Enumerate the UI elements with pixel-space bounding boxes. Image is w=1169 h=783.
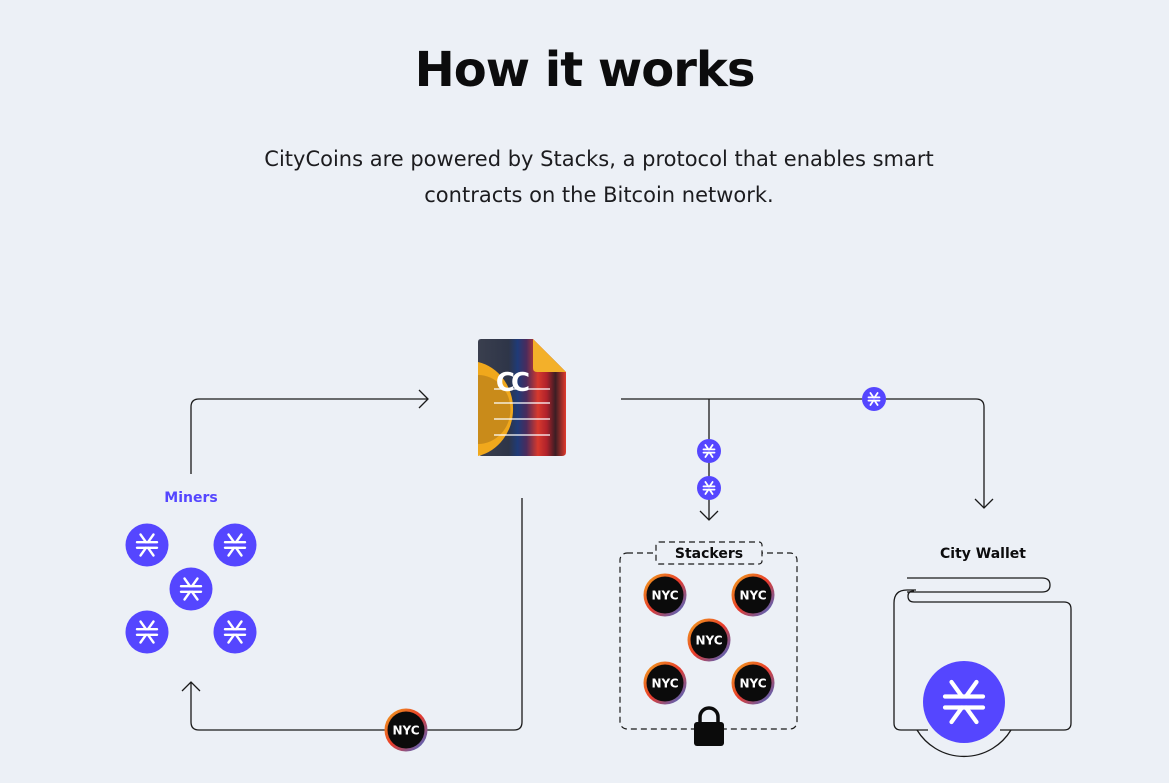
page-subtitle: CityCoins are powered by Stacks, a proto… <box>264 147 934 207</box>
miners-to-contract-arrowhead <box>418 389 429 409</box>
flow-stacks-token <box>862 387 886 411</box>
stacks-icon <box>213 610 257 654</box>
contract-to-stackers-arrowhead <box>699 510 719 521</box>
stacks-icon <box>125 610 169 654</box>
stacks-icon <box>125 523 169 567</box>
stacks-icon <box>169 567 213 611</box>
nyc-coin-icon: NYC <box>643 661 687 705</box>
coin-label: NYC <box>739 589 766 603</box>
miners-label: Miners <box>164 490 217 506</box>
flow-stacks-token <box>697 476 721 500</box>
contract-to-wallet-line <box>621 398 985 508</box>
coin-label: NYC <box>695 634 722 648</box>
wallet-icon <box>893 577 1072 731</box>
stacks-icon <box>916 661 1012 758</box>
contract-to-miners-arrowhead <box>181 681 201 692</box>
coin-label: NYC <box>651 589 678 603</box>
nyc-coin-icon: NYC <box>643 573 687 617</box>
stacks-icon <box>213 523 257 567</box>
stackers-label: Stackers <box>675 546 743 562</box>
miners-group <box>125 523 257 654</box>
coin-label: NYC <box>739 677 766 691</box>
lock-icon <box>694 706 724 746</box>
contract-to-wallet-arrowhead <box>974 498 994 509</box>
nyc-coin-icon: NYC <box>731 573 775 617</box>
page-title: How it works <box>414 42 756 98</box>
stackers-group: Stackers NYC NYC NYC NYC NYC <box>619 541 798 746</box>
coin-label: NYC <box>392 724 419 738</box>
contract-label: CC <box>496 368 529 398</box>
flow-stacks-token <box>697 439 721 463</box>
connector-lines <box>181 389 994 731</box>
nyc-coin-icon: NYC <box>687 618 731 662</box>
contract-document-icon: CC <box>478 339 566 456</box>
nyc-coin-icon: NYC <box>731 661 775 705</box>
miners-to-contract-line <box>190 398 428 474</box>
wallet-label: City Wallet <box>940 546 1026 562</box>
stackers-label-box <box>655 541 763 565</box>
coin-label: NYC <box>651 677 678 691</box>
contract-to-miners-line <box>190 498 523 731</box>
nyc-coin-icon: NYC <box>384 708 428 752</box>
